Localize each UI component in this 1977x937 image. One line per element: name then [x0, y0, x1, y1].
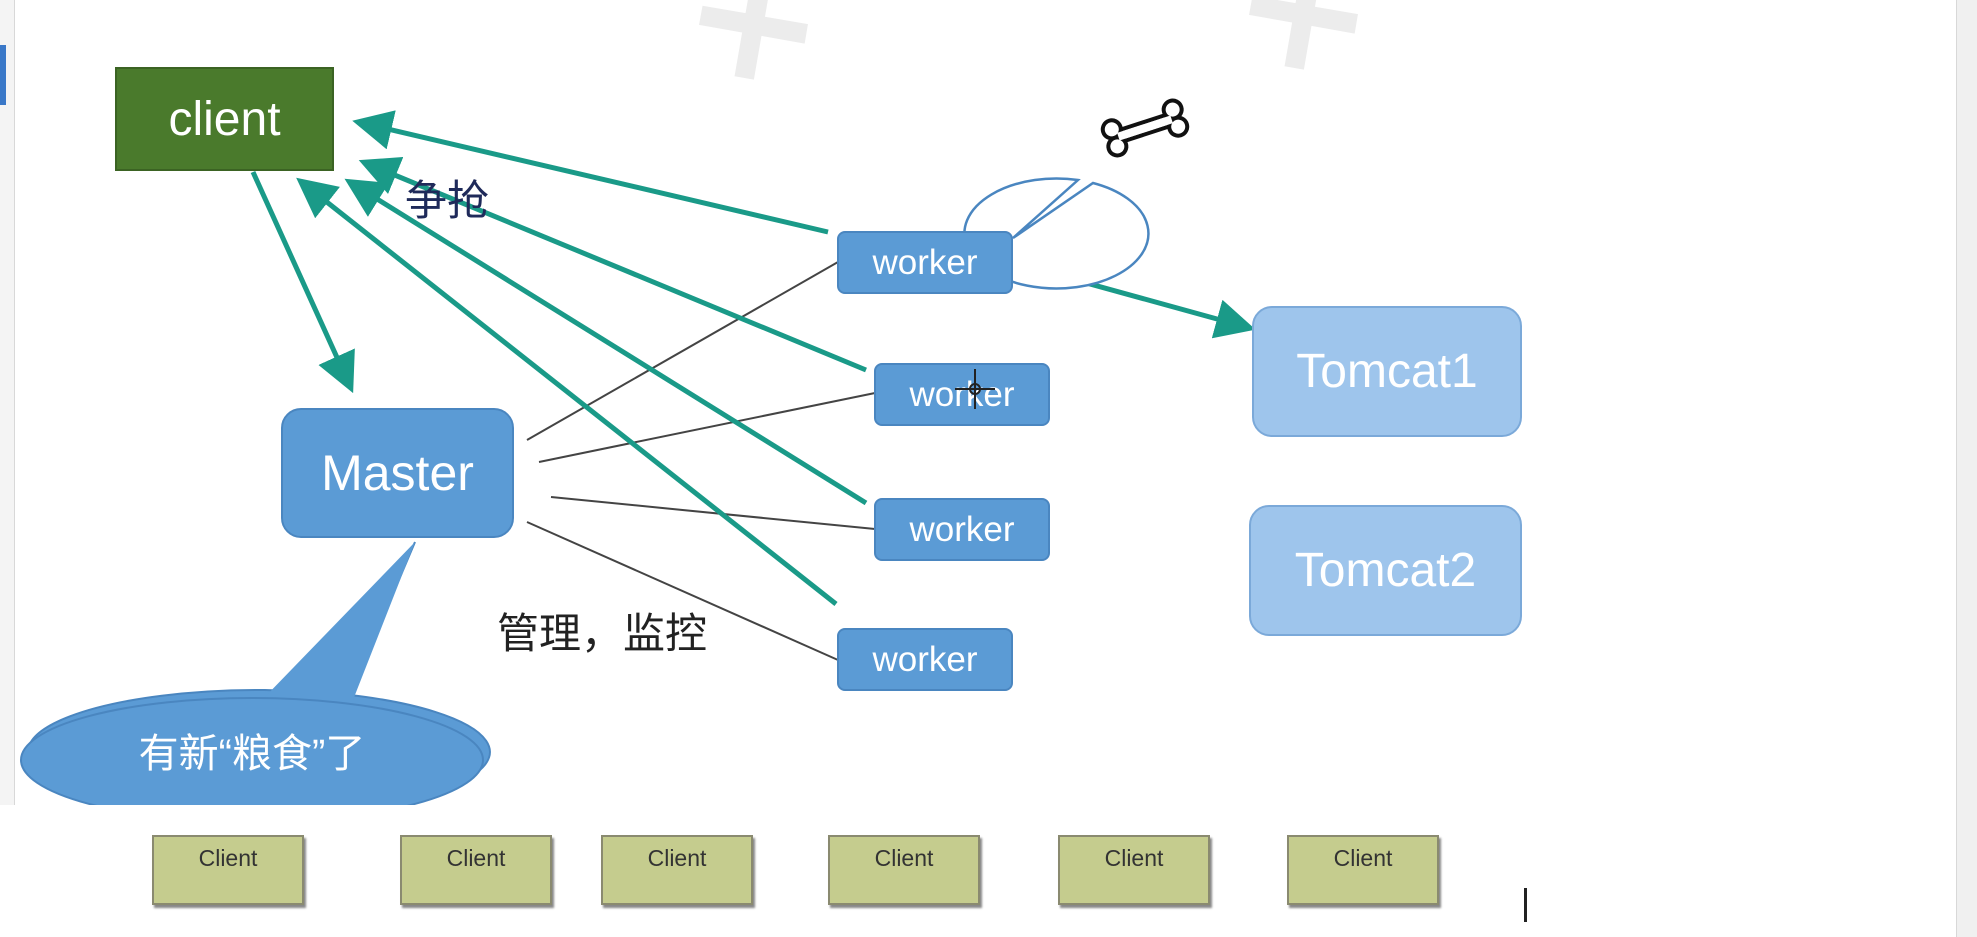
manage-monitor-label: 管理，监控: [497, 610, 708, 657]
bone-icon: [1100, 98, 1190, 158]
mgmt-line-w4: [526, 521, 839, 661]
compete-arrow-w1: [352, 110, 829, 235]
worker-node-1: worker: [837, 231, 1013, 294]
worker-node-label: worker: [872, 242, 978, 282]
client-node: client: [115, 67, 334, 171]
worker-node-label: worker: [909, 374, 1015, 414]
compete-arrow-w2: [358, 156, 867, 373]
tomcat1-node: Tomcat1: [1252, 306, 1522, 437]
new-food-text: 有新“粮食”了: [138, 732, 366, 776]
left-edge-accent: [0, 45, 6, 105]
bottom-client-4: Client: [828, 835, 980, 905]
mgmt-line-w2: [538, 392, 876, 463]
client-node-label: client: [168, 92, 281, 146]
bottom-client-3: Client: [601, 835, 753, 905]
worker-node-label: worker: [872, 639, 978, 679]
compete-arrow-w4: [296, 177, 838, 606]
worker-node-4: worker: [837, 628, 1013, 691]
compete-arrow-w3: [344, 178, 868, 506]
worker-node-label: worker: [909, 509, 1015, 549]
right-scrollbar[interactable]: [1956, 0, 1977, 937]
bottom-client-1: Client: [152, 835, 304, 905]
worker-node-2: worker: [874, 363, 1050, 426]
tomcat1-label: Tomcat1: [1296, 345, 1478, 398]
mgmt-line-w3: [550, 496, 876, 530]
left-panel-edge: [0, 0, 15, 937]
tomcat2-node: Tomcat2: [1249, 505, 1522, 636]
crosshair-cursor-icon: [955, 369, 995, 409]
worker-node-3: worker: [874, 498, 1050, 561]
client-to-master-arrow: [250, 170, 355, 394]
master-node-label: Master: [321, 445, 474, 501]
mgmt-line-w1: [526, 261, 839, 441]
bottom-client-6: Client: [1287, 835, 1439, 905]
tomcat2-label: Tomcat2: [1294, 544, 1477, 597]
compete-label: 争抢: [405, 177, 490, 224]
bottom-client-2: Client: [400, 835, 552, 905]
master-node: Master: [281, 408, 514, 538]
bottom-client-5: Client: [1058, 835, 1210, 905]
text-caret: [1524, 888, 1527, 922]
bubble-tail: [262, 542, 415, 700]
